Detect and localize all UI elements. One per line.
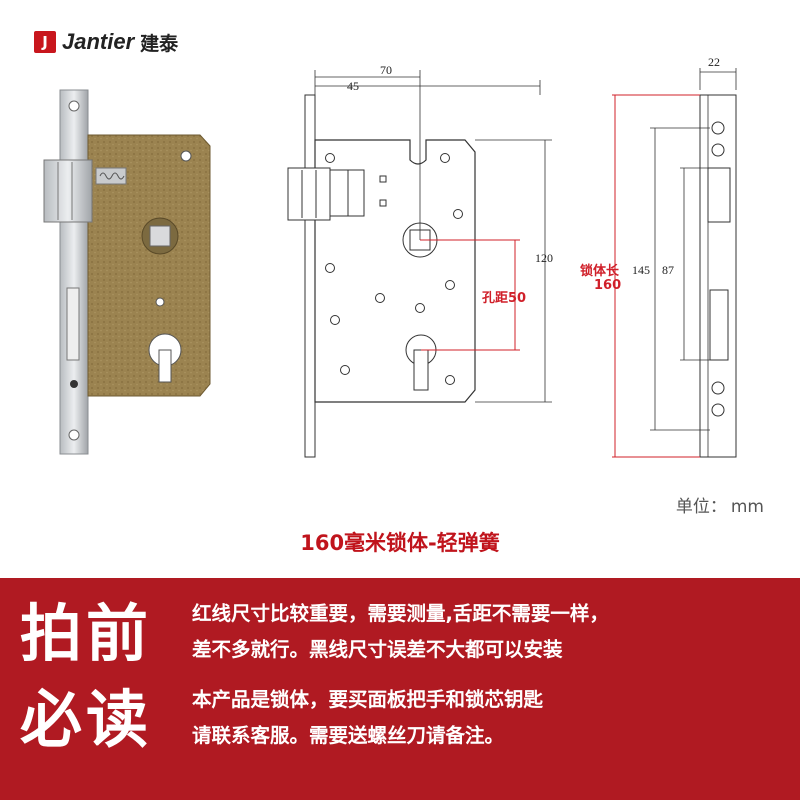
dim-body-height-text: 120 — [535, 251, 553, 265]
notice-paragraph-measure: 红线尺寸比较重要，需要测量,舌距不需要一样， 差不多就行。黑线尺寸误差不大都可以… — [192, 596, 788, 668]
dim-width-text: 70 — [380, 63, 392, 77]
notice-heading-line-1: 拍前 — [20, 597, 153, 670]
notice-heading: 拍前 必读 — [20, 591, 166, 763]
notice-line: 差不多就行。黑线尺寸误差不大都可以安装 — [192, 638, 563, 661]
hole-distance-label: 孔距50 — [482, 291, 527, 306]
notice-line: 本产品是锁体，要买面板把手和锁芯钥匙 — [192, 688, 544, 711]
brand-mark-icon: J — [34, 31, 56, 53]
notice-heading-line-2: 必读 — [20, 683, 153, 756]
notice-banner: 拍前 必读 红线尺寸比较重要，需要测量,舌距不需要一样， 差不多就行。黑线尺寸误… — [0, 578, 800, 800]
dim-backset-text: 45 — [347, 79, 359, 93]
dim-145-text: 145 — [632, 263, 650, 277]
lock-illustrations: 70 45 120 — [43, 55, 737, 458]
notice-paragraph-service: 本产品是锁体，要买面板把手和锁芯钥匙 请联系客服。需要送螺丝刀请备注。 — [192, 682, 788, 754]
lock-drawing-area: 70 45 120 — [0, 50, 800, 470]
unit-note: 单位：mm — [672, 492, 764, 517]
front-drawing: 70 45 120 — [287, 63, 553, 458]
dim-87-text: 87 — [662, 263, 674, 277]
unit-label: 单位： — [675, 497, 727, 517]
brand-name-cn: 建泰 — [140, 32, 179, 55]
unit-value: mm — [730, 497, 764, 517]
dim-thickness-text: 22 — [708, 55, 720, 69]
lock-photo — [43, 89, 211, 455]
body-length-value: 160 — [594, 278, 622, 293]
product-title: 160毫米锁体-轻弹簧 — [300, 531, 500, 555]
notice-line: 请联系客服。需要送螺丝刀请备注。 — [192, 724, 505, 747]
brand-name-en: Jantier — [62, 29, 135, 54]
side-drawing: 22 145 87 — [612, 55, 737, 458]
body-length-label: 锁体长 — [580, 264, 620, 279]
brand-logo: J Jantier 建泰 — [34, 28, 178, 56]
notice-line: 红线尺寸比较重要，需要测量,舌距不需要一样， — [192, 602, 609, 625]
